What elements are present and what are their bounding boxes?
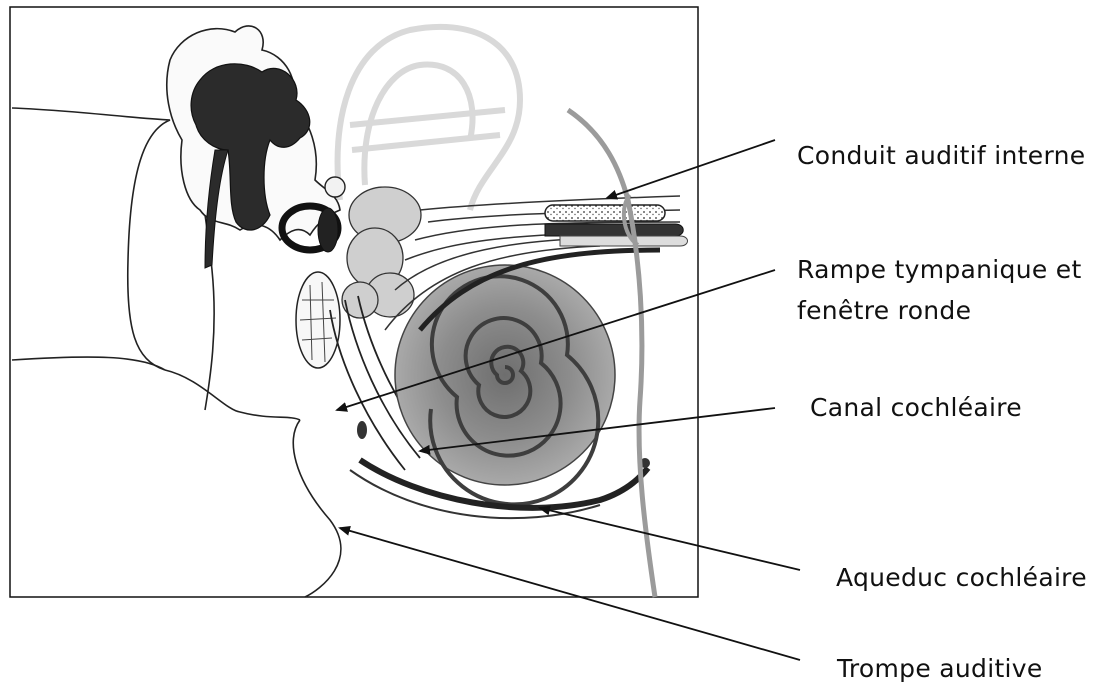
arrow-aqueduc-cochleaire xyxy=(540,508,800,570)
label-aqueduc-cochleaire: Aqueduc cochléaire xyxy=(836,560,1087,596)
label-rampe-tympanique-line1: Rampe tympanique et xyxy=(797,252,1082,288)
small-ossicle xyxy=(325,177,345,197)
vestibule xyxy=(342,187,421,318)
label-conduit-auditif-interne: Conduit auditif interne xyxy=(797,138,1085,174)
internal-canal-dotted xyxy=(545,205,665,221)
cochlea xyxy=(395,265,615,504)
scala-opening xyxy=(357,421,367,439)
label-rampe-tympanique-line2: fenêtre ronde xyxy=(797,293,971,329)
arrow-conduit-auditif-interne xyxy=(607,140,775,198)
label-trompe-auditive: Trompe auditive xyxy=(837,651,1043,687)
label-canal-cochleaire: Canal cochléaire xyxy=(810,390,1022,426)
stapes-footplate xyxy=(318,208,338,252)
internal-canal-light xyxy=(560,236,688,246)
round-window-region xyxy=(296,272,340,368)
arrow-trompe-auditive xyxy=(340,528,800,660)
pinna-sketch xyxy=(338,27,520,210)
internal-canal-dark xyxy=(545,224,683,236)
